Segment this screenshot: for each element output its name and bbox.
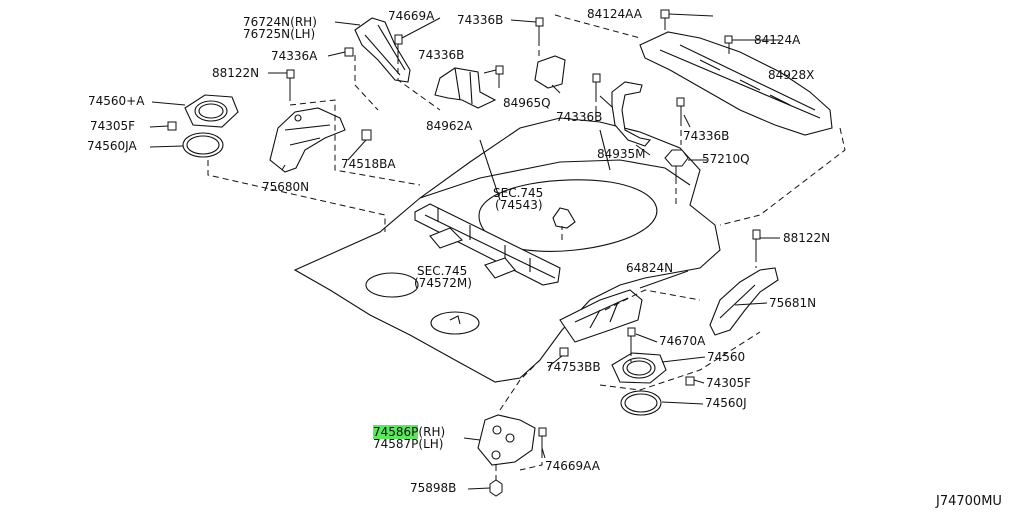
rear-panel-64824n — [559, 289, 643, 343]
fastener-bolts — [167, 9, 761, 497]
rail-84928x — [639, 31, 833, 136]
label-sec745-a: SEC.745 — [493, 186, 544, 200]
label-74305f-left: 74305F — [90, 119, 136, 133]
speaker-ring-74560j — [620, 390, 662, 416]
label-64824n: 64824N — [626, 261, 674, 275]
label-84928x: 84928X — [768, 68, 815, 82]
label-74336a: 74336A — [271, 49, 318, 63]
cross-member — [414, 203, 561, 286]
label-75898b: 75898B — [410, 481, 457, 495]
label-74336b-mid: 74336B — [418, 48, 465, 62]
label-74669a: 74669A — [388, 9, 435, 23]
strap-84935m — [611, 81, 652, 147]
speaker-cover-74560 — [611, 352, 667, 384]
leader-lines — [149, 13, 780, 490]
label-57210q: 57210Q — [702, 152, 750, 166]
highlighted-part-number: 74586P — [373, 425, 419, 439]
label-84124a: 84124A — [754, 33, 801, 47]
floor-hole-left — [365, 272, 419, 298]
label-74336b-top: 74336B — [457, 13, 504, 27]
label-74586p-side: (RH) — [418, 425, 446, 439]
label-74670a: 74670A — [659, 334, 706, 348]
label-84965q: 84965Q — [503, 96, 551, 110]
label-74586p: 74586P(RH) — [373, 425, 446, 439]
label-84935m: 84935M — [597, 147, 646, 161]
label-74336b-r1: 74336B — [556, 110, 603, 124]
label-74336b-r2: 74336B — [683, 129, 730, 143]
label-sec745-b: SEC.745 — [417, 264, 468, 278]
label-84962a: 84962A — [426, 119, 473, 133]
floor-hole-center — [430, 311, 480, 335]
diagram-code: J74700MU — [936, 494, 1002, 509]
label-74560: 74560 — [707, 350, 746, 364]
bracket-84965q — [534, 55, 566, 89]
label-76724n: 76724N(RH) — [243, 15, 317, 29]
bracket-76724n — [354, 17, 411, 83]
floor-upper-shelf — [419, 159, 691, 199]
speaker-ring-74560ja — [182, 132, 224, 158]
label-74753bb: 74753BB — [546, 360, 601, 374]
bracket-75681n — [709, 267, 779, 336]
speaker-cover-74560a — [184, 94, 239, 128]
label-75681n: 75681N — [769, 296, 817, 310]
label-74305f-right: 74305F — [706, 376, 752, 390]
label-76725n: 76725N(LH) — [243, 27, 316, 41]
bracket-75680n — [269, 107, 346, 173]
label-74518ba: 74518BA — [341, 157, 396, 171]
floor-cross-rib — [479, 129, 611, 201]
floor-hole-mark — [449, 315, 461, 325]
label-74669aa: 74669AA — [545, 459, 600, 473]
assembly-dashed-lines — [207, 14, 846, 480]
jack-bracket — [552, 207, 576, 229]
label-75680n: 75680N — [262, 180, 310, 194]
label-74560a: 74560+A — [88, 94, 145, 108]
label-sec745-b-ref: (74572M) — [414, 276, 472, 290]
label-88122n-left: 88122N — [212, 66, 260, 80]
label-74587p: 74587P(LH) — [373, 437, 444, 451]
label-88122n-right: 88122N — [783, 231, 831, 245]
bracket-84962a — [434, 67, 497, 109]
label-84124aa: 84124AA — [587, 7, 642, 21]
label-sec745-a-ref: (74543) — [495, 198, 543, 212]
label-74560j: 74560J — [705, 396, 747, 410]
label-74560ja: 74560JA — [87, 139, 137, 153]
